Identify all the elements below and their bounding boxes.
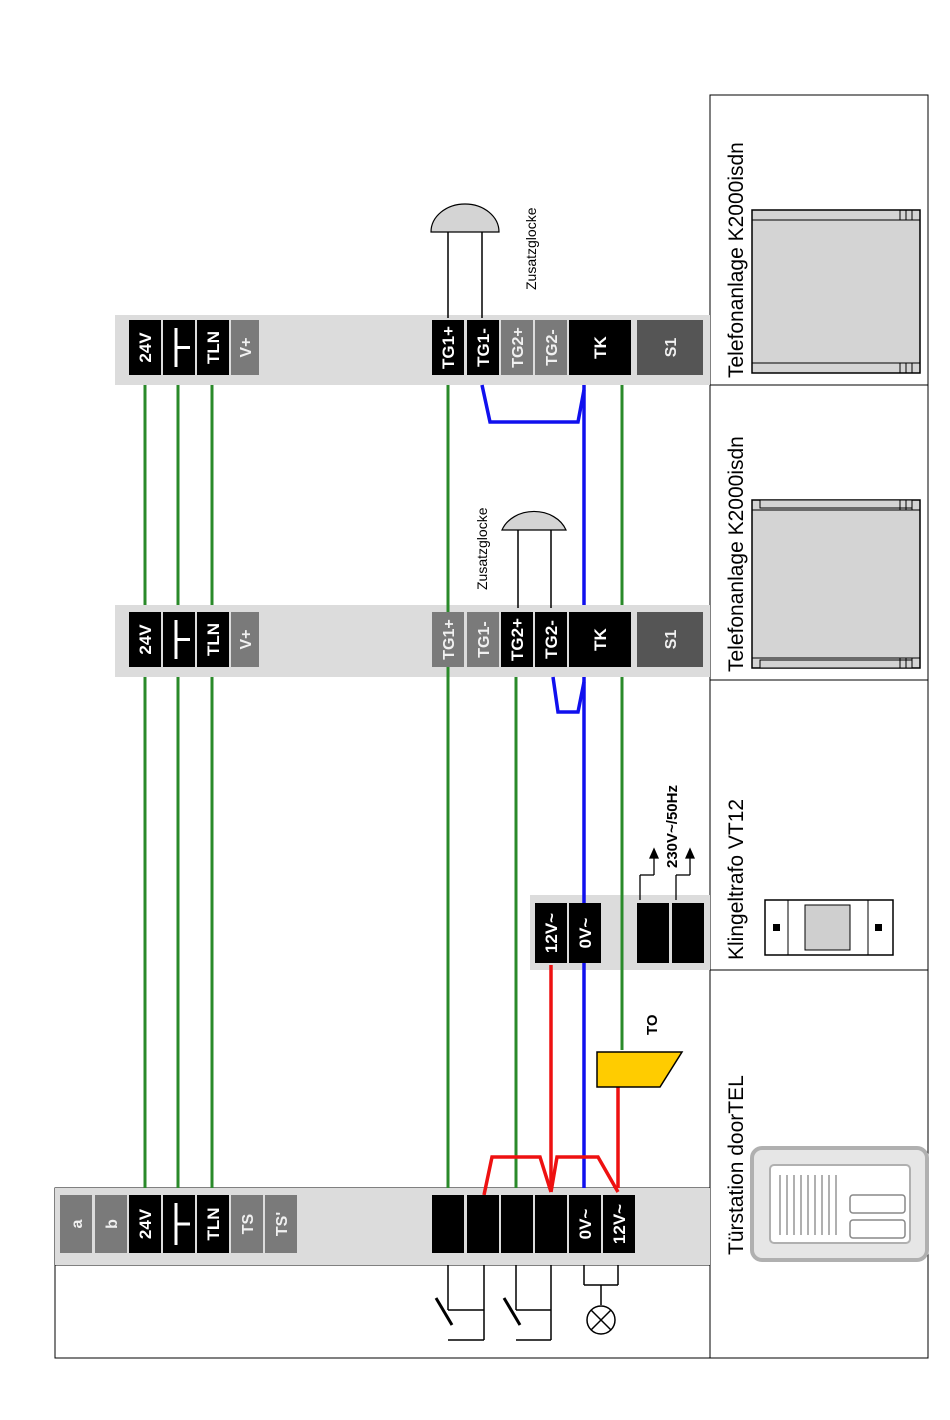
lamp-icon [584,1265,618,1334]
door-terminal-ts-label: TS [240,1213,257,1234]
trafo-terminal-12v-label: 12V~ [542,913,561,953]
trafo-terminal-mains [672,903,704,963]
door-station-icon [752,1148,927,1260]
module-terminal-tk-label: TK [591,335,610,358]
door-terminal-blank [432,1195,464,1253]
caption-pbx-1: Telefonanlage K2000isdn [725,436,748,672]
ground-terminal [163,1195,195,1253]
module-terminal-tln: TLN [197,612,229,667]
module-terminal-vplus: V+ [231,612,259,667]
trafo-terminal-12v: 12V~ [535,903,567,963]
door-terminal-0v-label: 0V~ [576,1209,595,1240]
module-terminal-tg2plus-label: TG2+ [508,618,527,661]
door-terminal-b: b [95,1195,127,1253]
door-terminal-tln: TLN [197,1195,229,1253]
module-terminal-vplus-label: V+ [238,629,255,649]
module-terminal-tg2minus-label: TG2- [544,329,561,365]
blue-wires [482,385,584,1188]
door-terminal-24v: 24V [129,1195,161,1253]
trafo-icon [765,900,893,955]
module-terminal-tg1minus-label: TG1- [474,328,493,367]
module-terminal-s1: S1 [637,612,703,667]
mains-label: 230V~/50Hz [664,785,681,868]
module-terminal-24v-label: 24V [136,624,155,655]
module-terminal-tg2minus: TG2- [535,612,567,667]
trafo-terminal-0v-label: 0V~ [576,918,595,949]
bell-icon [502,511,566,530]
module-terminal-tln-label: TLN [204,623,223,656]
door-terminal-a: a [60,1195,92,1253]
door-terminal-blank [535,1195,567,1253]
module-terminal-tk: TK [569,612,631,667]
bell-label: Zusatzglocke [523,207,539,290]
module-terminal-tg1minus: TG1- [467,612,499,667]
door-terminal-0v: 0V~ [569,1195,601,1253]
door-terminal-12v-label: 12V~ [610,1204,629,1244]
pbx-icon [752,210,920,373]
door-terminal-12v: 12V~ [603,1195,635,1253]
module-terminal-24v: 24V [129,612,161,667]
ground-terminal [163,320,195,375]
door-terminal-blank [467,1195,499,1253]
switch-icons [436,1265,551,1340]
door-opener-icon [597,1052,682,1087]
caption-door-station: Türstation doorTEL [725,1075,748,1255]
trafo-terminal-0v: 0V~ [569,903,601,963]
module-terminal-vplus: V+ [231,320,259,375]
trafo-terminal-mains [637,903,669,963]
door-terminal-a-label: a [69,1219,86,1228]
module-terminal-tg1minus: TG1- [467,320,499,375]
module-terminal-tk-label: TK [591,627,610,650]
module-terminal-24v-label: 24V [136,332,155,363]
caption-trafo: Klingeltrafo VT12 [725,799,748,960]
module-terminal-tg1plus-label: TG1+ [441,619,458,659]
module-terminal-tg2plus: TG2+ [501,612,533,667]
module-terminal-tg2plus: TG2+ [501,320,533,375]
module-terminal-s1: S1 [637,320,703,375]
door-terminal-b-label: b [104,1219,121,1229]
caption-pbx-2: Telefonanlage K2000isdn [725,142,748,378]
module-terminal-tln-label: TLN [204,331,223,364]
module-terminal-tg2minus-label: TG2- [542,620,561,659]
ground-terminal [163,612,195,667]
pbx-icon [752,500,920,668]
module-terminal-tg2plus-label: TG2+ [510,327,527,367]
module-terminal-s1-label: S1 [663,630,680,650]
door-terminal-blank [501,1195,533,1253]
module-terminal-tg1plus-label: TG1+ [439,326,458,369]
module-terminal-tg2minus: TG2- [535,320,567,375]
door-terminal-ts2-label: TS' [274,1212,291,1236]
module-terminal-tg1plus: TG1+ [432,320,464,375]
door-terminal-ts2: TS' [265,1195,297,1253]
module-terminal-24v: 24V [129,320,161,375]
module-terminal-tln: TLN [197,320,229,375]
module-terminal-s1-label: S1 [663,338,680,358]
module-terminal-tk: TK [569,320,631,375]
module-terminal-vplus-label: V+ [238,337,255,357]
module-terminal-tg1plus: TG1+ [432,612,464,667]
door-terminal-24v-label: 24V [136,1208,155,1239]
door-terminal-tln-label: TLN [204,1207,223,1240]
bell-icon [431,204,499,232]
bell-label: Zusatzglocke [474,507,490,590]
door-terminal-ts: TS [231,1195,263,1253]
module-terminal-tg1minus-label: TG1- [476,621,493,657]
to-label: TO [644,1014,661,1035]
